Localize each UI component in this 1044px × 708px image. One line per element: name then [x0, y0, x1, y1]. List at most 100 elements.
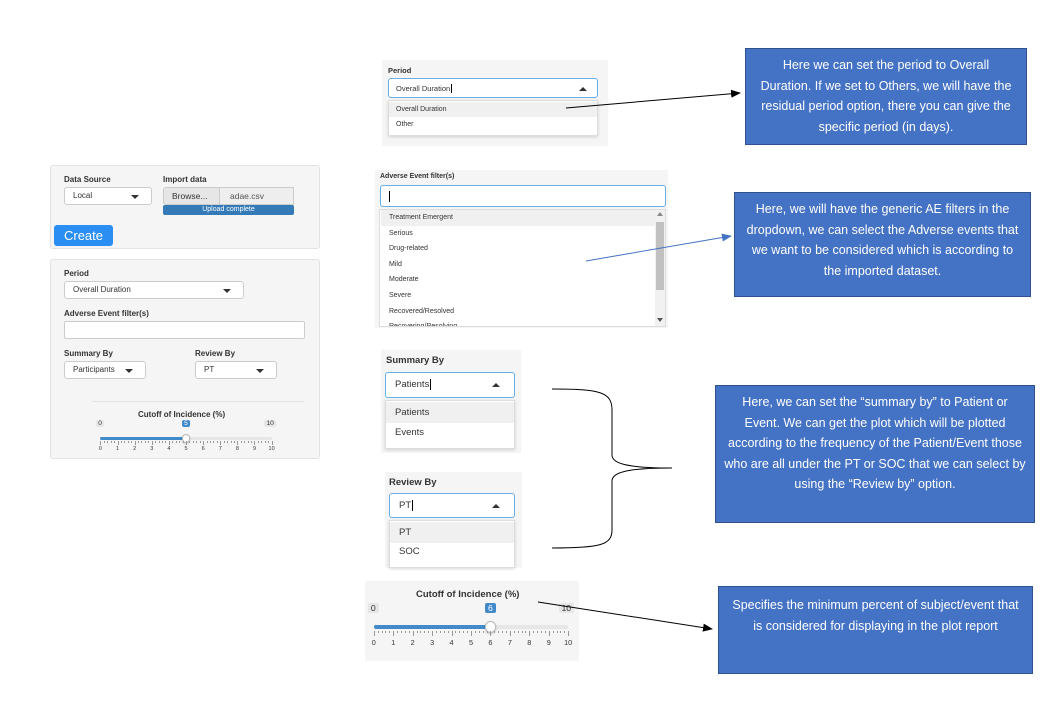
slider-tick	[268, 440, 270, 444]
slider-tick-label: 1	[115, 446, 120, 453]
ae-option[interactable]: Severe	[389, 292, 412, 299]
slider-value-label: 6	[484, 603, 497, 613]
review-by-select[interactable]: PT	[195, 361, 277, 379]
ae-option[interactable]: Recovering/Resolving	[389, 323, 458, 327]
slider-tick	[244, 440, 246, 444]
slider-tick-label: 8	[235, 446, 239, 453]
review-zoom-input[interactable]: PT	[389, 493, 515, 518]
scrollbar-thumb[interactable]	[656, 222, 664, 290]
period-zoom-input[interactable]: Overall Duration	[388, 78, 598, 98]
period-zoom-value: Overall Duration	[396, 84, 451, 93]
slider-tick	[165, 440, 167, 444]
slider-tick	[439, 630, 441, 634]
slider-tick-label: 4	[449, 637, 454, 647]
slider-tick	[189, 440, 191, 444]
slider-tick	[110, 440, 112, 444]
summary-callout-text: Here, we can set the “summary by” to Pat…	[724, 395, 1026, 491]
browse-button[interactable]: Browse...	[163, 187, 220, 205]
slider-tick	[100, 440, 102, 446]
ae-option[interactable]: Serious	[389, 229, 413, 237]
review-option-highlight	[390, 522, 514, 543]
review-option[interactable]: SOC	[399, 546, 420, 557]
slider-tick	[412, 630, 414, 637]
import-data-label: Import data	[163, 175, 207, 184]
slider-tick	[103, 440, 105, 444]
slider-tick	[254, 440, 256, 446]
review-zoom-label: Review By	[389, 477, 437, 488]
chevron-up-icon	[492, 383, 500, 387]
scroll-down-icon[interactable]	[657, 318, 663, 322]
slider-tick	[148, 440, 150, 444]
slider-tick	[509, 630, 511, 637]
ae-filter-input[interactable]	[64, 321, 305, 339]
ae-filter-label: Adverse Event filter(s)	[64, 309, 149, 318]
slider-tick	[257, 440, 259, 444]
chevron-up-icon	[492, 504, 500, 508]
ae-zoom-label: Adverse Event filter(s)	[380, 173, 455, 180]
ae-zoom-input[interactable]	[380, 185, 666, 207]
summary-by-value: Participants	[73, 365, 115, 374]
slider-tick	[564, 630, 566, 634]
slider-tick-label: 6	[488, 637, 493, 647]
slider-tick	[230, 440, 232, 444]
slider-handle[interactable]	[181, 433, 191, 443]
ae-option[interactable]: Recovered/Resolved	[389, 307, 454, 315]
slider-tick	[467, 630, 469, 634]
slider-tick	[540, 630, 542, 634]
ae-option[interactable]: Mild	[389, 260, 402, 268]
cutoff-arrow	[537, 601, 713, 632]
slider-tick	[120, 440, 122, 444]
create-button[interactable]: Create	[54, 225, 113, 246]
slider-tick	[463, 630, 465, 634]
file-name-field: adae.csv	[219, 187, 294, 205]
chevron-up-icon	[579, 87, 587, 91]
slider-tick	[420, 630, 422, 634]
slider-tick	[168, 440, 170, 446]
ae-option[interactable]: Drug-related	[389, 245, 428, 253]
slider-tick-label: 3	[150, 446, 154, 453]
summary-zoom-input[interactable]: Patients	[385, 372, 515, 398]
scrollbar[interactable]	[655, 210, 665, 326]
period-arrow	[565, 89, 741, 109]
review-option[interactable]: PT	[399, 527, 412, 538]
chevron-down-icon	[131, 195, 139, 199]
slider-tick	[117, 440, 119, 446]
data-source-select[interactable]: Local	[64, 187, 152, 205]
slider-tick	[107, 440, 109, 444]
summary-option-highlight	[386, 402, 514, 423]
slider-tick	[404, 630, 406, 634]
ae-option[interactable]: Moderate	[389, 276, 419, 284]
slider-tick-label: 9	[546, 637, 551, 647]
ae-arrow	[585, 233, 732, 262]
slider-handle[interactable]	[484, 621, 497, 633]
ae-option[interactable]: Treatment Emergent	[381, 210, 655, 226]
slider-tick	[134, 440, 136, 446]
summary-option[interactable]: Patients	[395, 407, 430, 418]
period-select[interactable]: Overall Duration	[64, 281, 244, 299]
period-option[interactable]	[389, 102, 597, 117]
slider-tick	[186, 440, 187, 446]
slider-tick	[373, 630, 375, 637]
slider-tick	[227, 440, 229, 444]
slider-tick	[478, 630, 480, 634]
slider-tick	[141, 440, 143, 444]
period-option-label[interactable]: Other	[396, 121, 414, 128]
summary-by-select[interactable]: Participants	[64, 361, 146, 379]
slider-tick	[251, 440, 253, 444]
upload-progress-bar: Upload complete	[163, 205, 294, 215]
ae-callout: Here, we will have the generic AE filter…	[734, 192, 1031, 297]
slider-tick	[271, 440, 273, 446]
summary-zoom-value: Patients	[395, 379, 430, 390]
slider-tick	[385, 630, 387, 634]
scroll-up-icon[interactable]	[657, 212, 663, 216]
slider-tick	[544, 630, 546, 634]
slider-tick	[529, 630, 531, 637]
summary-option[interactable]: Events	[395, 427, 425, 438]
slider-tick	[223, 440, 225, 444]
review-by-value: PT	[204, 365, 215, 374]
slider-tick	[196, 440, 198, 444]
slider-tick-label: 6	[201, 446, 205, 453]
